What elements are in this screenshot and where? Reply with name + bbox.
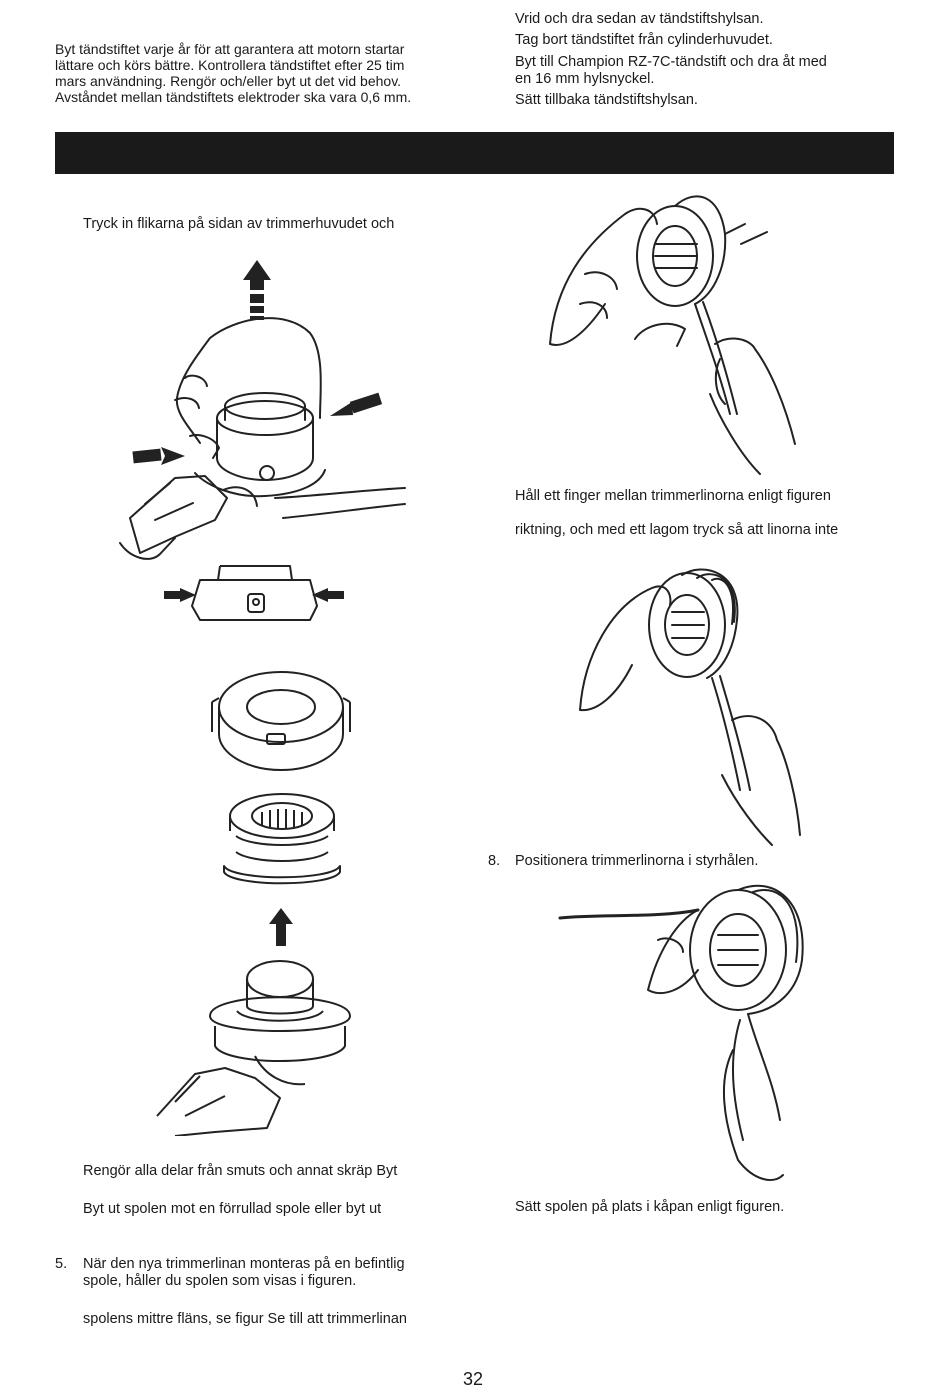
spark-plug-paragraph-line-1: Byt tändstiftet varje år för att garante… bbox=[55, 41, 405, 57]
spark-plug-paragraph-line-2: lättare och körs bättre. Kontrollera tän… bbox=[55, 57, 405, 73]
line-guide-holes-figure bbox=[558, 884, 804, 1181]
step-8-number: 8. bbox=[488, 853, 501, 869]
instruction-clean-parts: Rengör alla delar från smuts och annat s… bbox=[83, 1163, 398, 1179]
winding-line-figure bbox=[549, 195, 796, 475]
press-left-arrow-icon bbox=[132, 447, 185, 465]
step-5-line-2: spole, håller du spolen som visas i figu… bbox=[83, 1273, 357, 1289]
instruction-direction: riktning, och med ett lagom tryck så att… bbox=[515, 522, 839, 538]
instruction-replace-spool: Byt ut spolen mot en förrullad spole ell… bbox=[83, 1201, 382, 1217]
page-number: 32 bbox=[463, 1369, 484, 1389]
spark-plug-step-line-2: Tag bort tändstiftet från cylinderhuvude… bbox=[515, 32, 773, 48]
step-5-line-1: När den nya trimmerlinan monteras på en … bbox=[83, 1256, 405, 1272]
insert-up-arrow-icon bbox=[269, 908, 293, 946]
spark-plug-step-line-3: Byt till Champion RZ-7C-tändstift och dr… bbox=[515, 54, 827, 70]
holding-spool-figure bbox=[579, 568, 801, 846]
spool-figure bbox=[223, 793, 341, 885]
press-right-arrow-icon bbox=[330, 392, 383, 416]
instruction-press-tabs: Tryck in flikarna på sidan av trimmerhuv… bbox=[83, 216, 395, 232]
spark-plug-step-line-5: Sätt tillbaka tändstiftshylsan. bbox=[515, 92, 698, 108]
spark-plug-step-line-4: en 16 mm hylsnyckel. bbox=[515, 71, 655, 87]
trimmer-head-removal-figure bbox=[119, 260, 406, 560]
up-arrow-icon bbox=[243, 260, 271, 320]
inward-left-arrow-icon bbox=[164, 588, 196, 602]
section-header-bar bbox=[55, 132, 894, 174]
step-5-line-3: spolens mittre fläns, se figur Se till a… bbox=[83, 1311, 407, 1327]
spool-install-figure bbox=[156, 908, 351, 1136]
instruction-place-spool: Sätt spolen på plats i kåpan enligt figu… bbox=[515, 1199, 785, 1215]
inward-right-arrow-icon bbox=[312, 588, 344, 602]
step-8-text: Positionera trimmerlinorna i styrhålen. bbox=[515, 853, 759, 869]
spark-plug-paragraph-line-4: Avståndet mellan tändstiftets elektroder… bbox=[55, 89, 412, 105]
cover-ring-figure bbox=[211, 671, 351, 771]
spark-plug-step-line-1: Vrid och dra sedan av tändstiftshylsan. bbox=[515, 11, 764, 27]
spark-plug-paragraph-line-3: mars användning. Rengör och/eller byt ut… bbox=[55, 73, 402, 89]
step-5-number: 5. bbox=[55, 1256, 68, 1272]
instruction-hold-finger: Håll ett finger mellan trimmerlinorna en… bbox=[515, 488, 831, 504]
cover-tabs-figure bbox=[164, 565, 344, 621]
